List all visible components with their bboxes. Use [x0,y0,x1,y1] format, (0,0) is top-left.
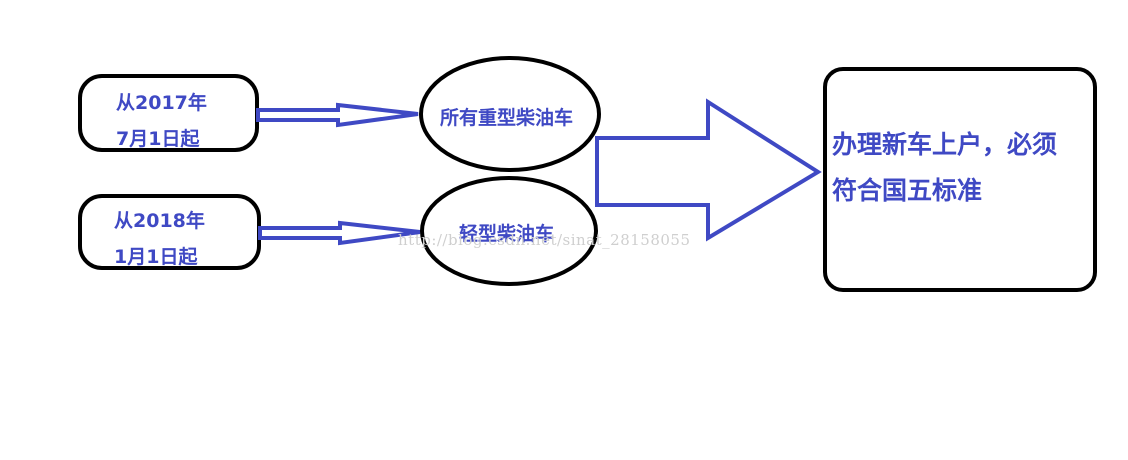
date-2017-line2: 7月1日起 [116,128,200,150]
heavy-diesel-ellipse [419,56,601,172]
result-line1: 办理新车上户，必须 [832,130,1058,159]
light-diesel-ellipse [420,176,598,286]
big-arrow-to-result [595,98,822,242]
date-2018-line1: 从2018年 [114,210,205,232]
watermark: http://blog.csdn.net/sinat_28158055 [398,231,691,249]
date-2018-line2: 1月1日起 [114,246,198,268]
heavy-diesel-label: 所有重型柴油车 [440,107,574,129]
light-diesel-label: 轻型柴油车 [459,223,555,245]
date-2017-line1: 从2017年 [116,92,207,114]
arrow-2018-to-light [258,220,421,246]
arrow-2017-to-heavy [256,102,419,128]
result-line2: 符合国五标准 [832,176,983,205]
result-box [823,67,1097,292]
